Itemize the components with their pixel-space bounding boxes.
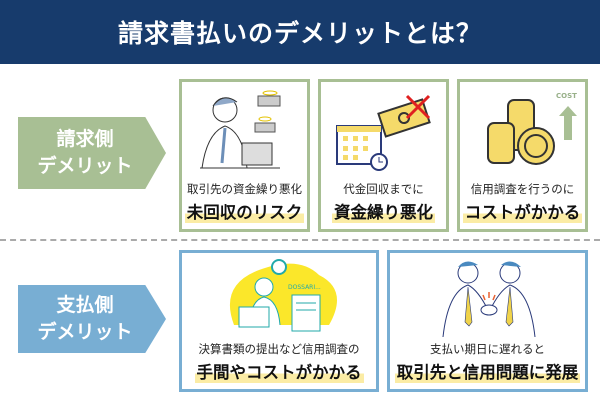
card-credit-check-cost: COST 信用調査を行うのに コストがかかる — [457, 79, 588, 232]
coins-cost-up-icon: COST — [486, 92, 577, 165]
handshake-icon — [442, 261, 535, 337]
page-title: 請求書払いのデメリットとは？ — [0, 0, 600, 64]
svg-text:COST: COST — [556, 92, 577, 100]
seller-demerit-label: 請求側 デメリット — [18, 117, 166, 189]
buyer-demerit-label: 支払側 デメリット — [18, 285, 166, 353]
worried-man-flying-money-icon — [199, 90, 280, 169]
svg-text:DOSSARI...: DOSSARI... — [288, 284, 321, 291]
section-divider — [0, 239, 600, 241]
card-credit-problem: 支払い期日に遅れると 取引先と信用問題に発展 — [387, 250, 588, 392]
woman-documents-icon: DOSSARI... — [229, 259, 337, 332]
calendar-money-cross-icon — [335, 94, 431, 171]
card-effort-cost: DOSSARI... 決算書類の提出など信用調査の 手間やコストがかかる — [179, 250, 379, 392]
card-cashflow-worse: 代金回収までに 資金繰り悪化 — [318, 79, 449, 232]
card-uncollected-risk: 取引先の資金繰り悪化 未回収のリスク — [179, 79, 310, 232]
